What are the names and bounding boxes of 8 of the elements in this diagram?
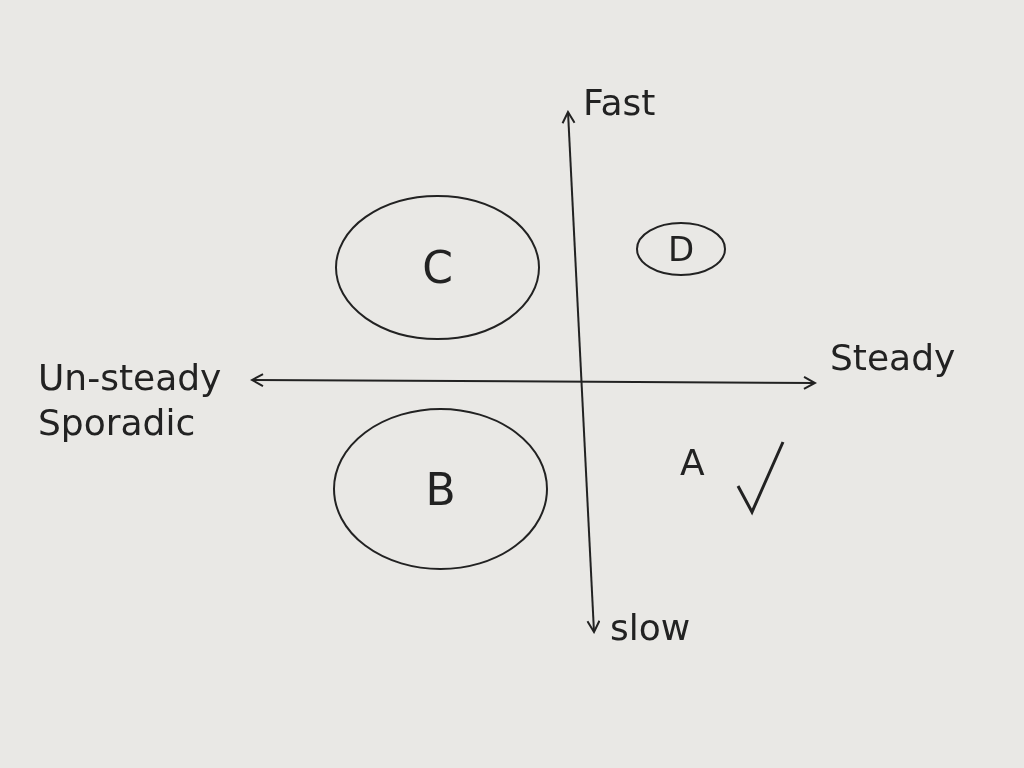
circled-letter: C bbox=[335, 195, 540, 340]
quadrant-letter: A bbox=[680, 441, 705, 485]
circled-letter: B bbox=[333, 408, 548, 570]
axis-label: Steady bbox=[830, 336, 956, 380]
axis-label: Un-steady Sporadic bbox=[38, 356, 223, 445]
axis-label: slow bbox=[610, 606, 691, 650]
axis-label: Fast bbox=[583, 81, 656, 125]
circled-letter: D bbox=[636, 222, 726, 276]
